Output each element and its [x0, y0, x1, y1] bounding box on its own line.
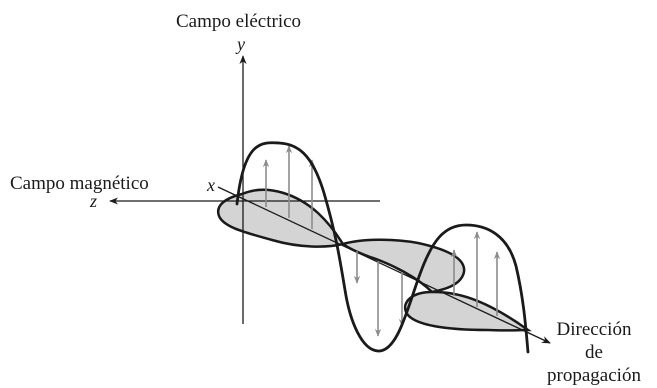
- magnetic-lobe-1: [216, 188, 346, 248]
- magnetic-field-label: Campo magnético: [10, 173, 149, 194]
- x-axis-label: x: [207, 175, 215, 195]
- magnetic-field-wave: [216, 188, 532, 332]
- propagation-line-2: de: [585, 342, 603, 363]
- magnetic-lobe-2: [340, 238, 466, 294]
- propagation-line-1: Dirección: [556, 319, 632, 340]
- z-axis-label: z: [90, 191, 98, 211]
- electric-field-arrows: [262, 145, 501, 337]
- coordinate-axes: [109, 55, 551, 344]
- electric-field-label: Campo eléctrico: [176, 11, 302, 32]
- propagation-line-3: propagación: [547, 365, 641, 386]
- x-axis: [217, 186, 551, 344]
- electric-field-wave: [235, 141, 530, 354]
- y-axis-label: y: [237, 34, 245, 54]
- propagation-direction-label: Dirección de propagación: [538, 318, 650, 387]
